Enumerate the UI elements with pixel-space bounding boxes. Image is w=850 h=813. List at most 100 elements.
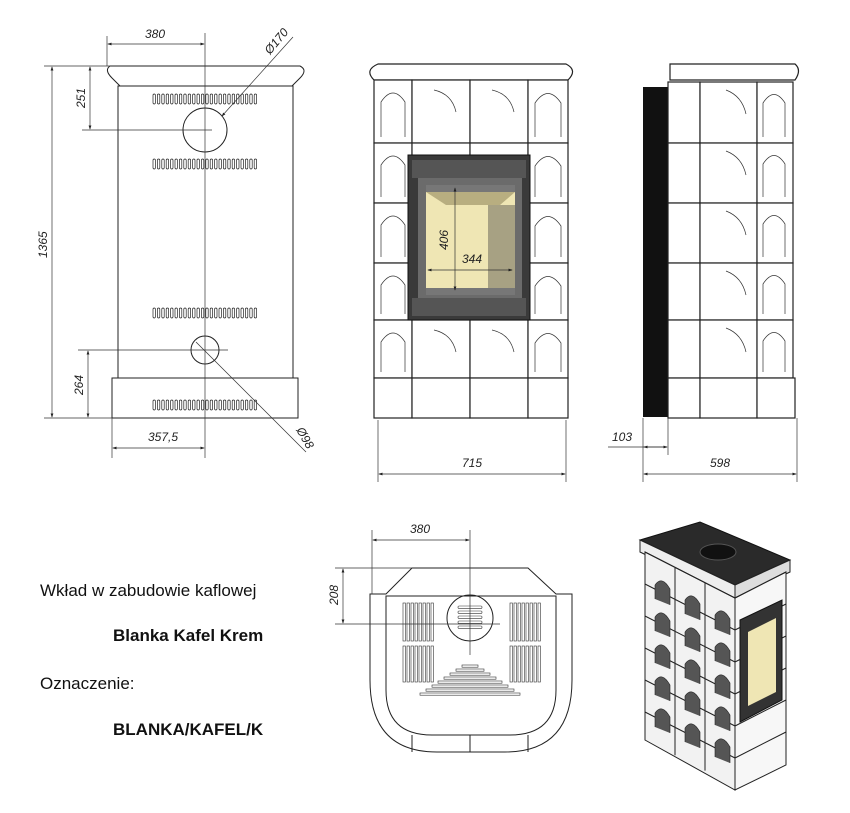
- vent-slot: [196, 399, 200, 411]
- tile: [699, 262, 758, 321]
- top-inner-outline: [385, 595, 557, 736]
- vent-slot: [218, 399, 222, 411]
- vent-slot: [170, 93, 174, 105]
- vent-slot: [231, 158, 235, 170]
- vent-slot: [240, 307, 244, 319]
- tile: [756, 202, 794, 264]
- tile-arch: [534, 276, 562, 314]
- vent-slot: [187, 158, 191, 170]
- vent-slot: [165, 158, 169, 170]
- vent-slot: [253, 93, 257, 105]
- grille-slot: [537, 645, 541, 683]
- dim-264: 264: [72, 375, 86, 396]
- tile-ornament: [725, 327, 747, 353]
- grille-slot: [509, 602, 513, 642]
- description: Wkład w zabudowie kaflowej Blanka Kafel …: [40, 581, 264, 739]
- base-tile: [411, 377, 471, 419]
- vent-slot: [174, 93, 178, 105]
- tile: [527, 79, 569, 144]
- tile-arch: [762, 94, 786, 137]
- base-tile: [527, 377, 569, 419]
- tile-arch: [534, 93, 562, 137]
- vent-slot: [249, 158, 253, 170]
- isometric-view: [638, 521, 792, 791]
- tile-arch: [762, 155, 786, 197]
- vent-slot: [192, 93, 196, 105]
- tile: [667, 262, 701, 321]
- tile: [699, 142, 758, 204]
- grille-slot: [443, 676, 497, 680]
- product-name: Blanka Kafel Krem: [113, 626, 263, 645]
- tile-arch: [654, 708, 671, 733]
- tile-ornament: [725, 150, 747, 176]
- tile: [373, 319, 413, 379]
- vent-slot: [183, 399, 187, 411]
- tile: [667, 202, 701, 264]
- grille-slot: [431, 684, 509, 688]
- tile-ornament: [725, 210, 747, 236]
- top-view: 380 208: [327, 522, 573, 753]
- grille-slot: [426, 645, 430, 683]
- vent-slot: [179, 399, 183, 411]
- vent-slot: [231, 93, 235, 105]
- tile-grid: [667, 81, 796, 419]
- vent-slot: [157, 399, 161, 411]
- dim-715: 715: [462, 456, 482, 470]
- tile-arch: [534, 333, 562, 372]
- vent-slot: [161, 399, 165, 411]
- tile-arch: [380, 92, 406, 137]
- vent-slot: [223, 307, 227, 319]
- vent-slot: [227, 399, 231, 411]
- grille-slot: [455, 668, 485, 672]
- tile-ornament: [491, 329, 515, 353]
- grille-slot: [414, 602, 418, 642]
- grille-slot: [425, 688, 515, 692]
- vent-slot: [205, 93, 209, 105]
- vent-slot: [236, 93, 240, 105]
- tile-arch: [762, 275, 786, 314]
- dim-air-inlet-diameter: Ø98: [293, 424, 317, 452]
- tile-arch: [684, 659, 701, 684]
- vent-slot: [152, 307, 156, 319]
- dim-flue-diameter: Ø170: [261, 25, 291, 58]
- vent-slot: [245, 399, 249, 411]
- vent-slot: [236, 399, 240, 411]
- vent-slot: [187, 307, 191, 319]
- vent-slot: [201, 307, 205, 319]
- tile: [373, 142, 413, 204]
- tile-arch: [534, 156, 562, 197]
- vent-slot: [209, 93, 213, 105]
- grille-slot: [525, 645, 529, 683]
- grille-slot: [418, 645, 422, 683]
- vent-slot: [214, 399, 218, 411]
- vent-slot: [161, 158, 165, 170]
- vent-slot: [223, 399, 227, 411]
- vent-slot: [253, 307, 257, 319]
- top-outline: [369, 567, 573, 753]
- tile-arch: [684, 595, 701, 620]
- tile-arch: [714, 642, 731, 667]
- grille-slot: [410, 645, 414, 683]
- vent-slot: [201, 158, 205, 170]
- product-code: BLANKA/KAFEL/K: [113, 720, 264, 739]
- vent-slot: [218, 158, 222, 170]
- side-view: 103 598: [608, 63, 800, 482]
- grille-slot: [461, 664, 479, 668]
- tile-ornament: [491, 89, 515, 113]
- vent-slot: [231, 307, 235, 319]
- vent-slot: [161, 93, 165, 105]
- vent-slot: [245, 93, 249, 105]
- vent-slot: [196, 307, 200, 319]
- vent-slot: [161, 307, 165, 319]
- tile-arch: [714, 738, 731, 763]
- grille-slot: [513, 602, 517, 642]
- vent-slot: [231, 399, 235, 411]
- tile-arch: [654, 644, 671, 669]
- grille-slot: [513, 645, 517, 683]
- door-bottom-grille: [412, 298, 526, 316]
- firebox-top-shade: [426, 192, 515, 205]
- tile-ornament: [433, 329, 457, 353]
- grille-slot: [449, 672, 491, 676]
- dim-1365: 1365: [36, 231, 50, 258]
- grille-slot: [402, 602, 406, 642]
